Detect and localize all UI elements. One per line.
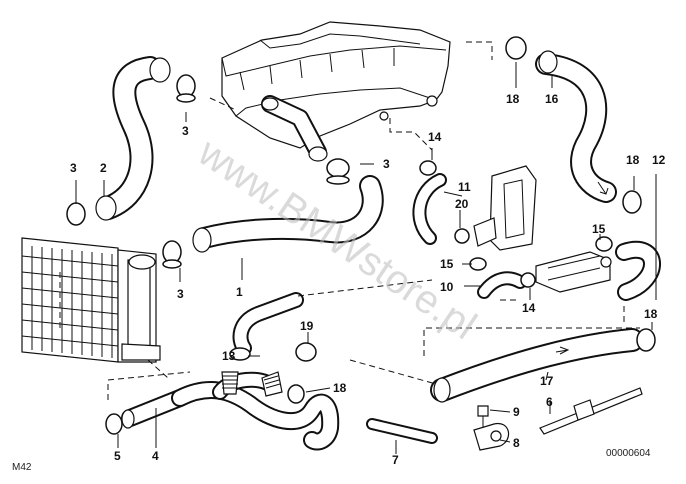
leader-lines (59, 41, 657, 454)
part-label-16: 16 (545, 92, 559, 106)
part-label-3: 3 (177, 287, 184, 301)
part-label-7: 7 (392, 453, 399, 467)
engine-outlet-stub (261, 95, 328, 162)
radiator (21, 237, 161, 363)
part-label-3: 3 (383, 157, 390, 171)
hose-part-17 (430, 328, 644, 403)
diagram-code-right: 00000604 (606, 448, 651, 459)
part-label-6: 6 (546, 395, 553, 409)
hose-part-12 (615, 240, 661, 301)
part-label-11: 11 (458, 180, 471, 194)
part-label-8: 8 (513, 436, 520, 450)
hose-part-7 (366, 418, 438, 444)
hose-clamps (66, 36, 656, 435)
part-label-13: 13 (222, 349, 236, 363)
pipe-assembly (535, 251, 612, 293)
part-label-18: 18 (644, 307, 658, 321)
part-label-18: 18 (506, 92, 520, 106)
part-labels: 3 3 3 2 3 1 18 16 18 12 14 11 20 15 15 1… (70, 92, 666, 467)
engine-block (221, 21, 451, 149)
part-label-20: 20 (455, 197, 469, 211)
hose-part-4 (121, 389, 189, 429)
part-label-2: 2 (100, 161, 107, 175)
part-label-14: 14 (522, 301, 536, 315)
part-label-9: 9 (513, 405, 520, 419)
hose-part-1 (192, 175, 384, 253)
part-label-4: 4 (152, 449, 159, 463)
part-label-3: 3 (70, 161, 77, 175)
part-label-18: 18 (626, 153, 640, 167)
part-label-5: 5 (114, 449, 121, 463)
expansion-tank (473, 165, 537, 251)
part-label-1: 1 (236, 285, 243, 299)
part-label-18: 18 (333, 381, 347, 395)
part-label-14: 14 (428, 130, 442, 144)
part-label-15: 15 (592, 222, 606, 236)
part-label-17: 17 (540, 374, 554, 388)
part-label-3: 3 (182, 124, 189, 138)
hose-part-10 (477, 271, 527, 299)
hose-upper-small (232, 292, 304, 356)
hose-part-16 (535, 50, 617, 203)
part-label-19: 19 (300, 319, 314, 333)
cable-tie-part-6 (539, 387, 643, 435)
lower-hose-assembly (171, 371, 340, 451)
hose-part-2 (95, 56, 171, 221)
diagram-code-left: M42 (12, 462, 32, 473)
hose-part-11 (412, 173, 447, 245)
bracket-part-8 (473, 405, 510, 451)
part-label-12: 12 (652, 153, 666, 167)
part-label-15: 15 (440, 257, 454, 271)
part-label-10: 10 (440, 280, 454, 294)
